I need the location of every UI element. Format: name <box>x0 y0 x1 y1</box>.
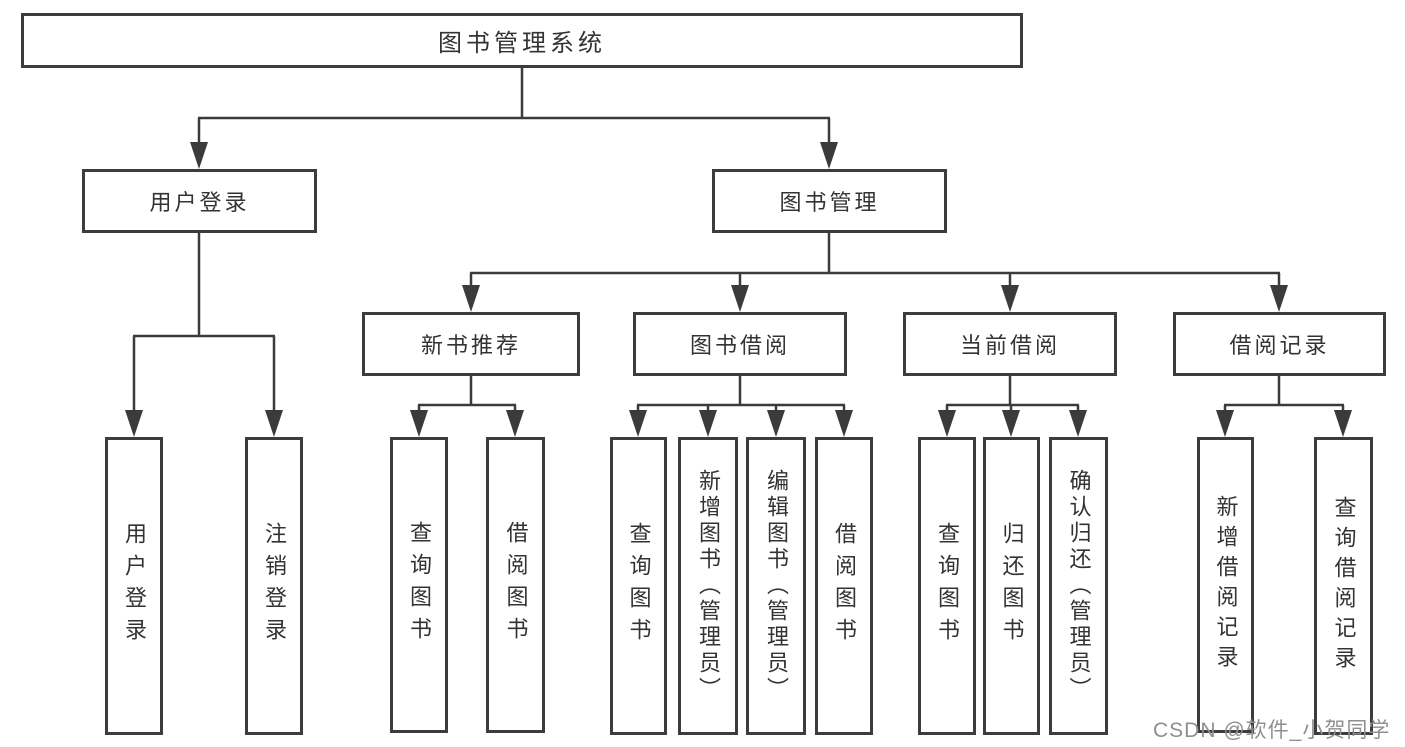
node-label: 归还图书 <box>999 522 1025 650</box>
node-book-management: 图书管理 <box>712 169 947 233</box>
node-label: 当前借阅 <box>959 333 1060 358</box>
arrowhead-icon <box>265 410 283 437</box>
node-v-query-books-current: 查询图书 <box>918 437 976 735</box>
arrowhead-icon <box>125 410 143 437</box>
node-label: 图书借阅 <box>689 333 790 358</box>
arrowhead-icon <box>410 410 428 437</box>
node-v-query-books-recommend: 查询图书 <box>390 437 448 733</box>
node-label: 图书管理 <box>779 190 880 215</box>
node-user-login: 用户登录 <box>82 169 317 233</box>
node-label: 借阅记录 <box>1229 333 1330 358</box>
arrowhead-icon <box>629 410 647 437</box>
node-label: 用户登录 <box>122 522 147 650</box>
csdn-watermark: CSDN @软件_小贺同学 <box>1153 719 1391 742</box>
arrowhead-icon <box>1270 285 1288 312</box>
arrowhead-icon <box>731 285 749 312</box>
arrowhead-icon <box>506 410 524 437</box>
node-new-book-recommend: 新书推荐 <box>362 312 580 376</box>
arrowhead-icon <box>462 285 480 312</box>
node-book-borrowing: 图书借阅 <box>633 312 847 376</box>
node-label: 新书推荐 <box>420 333 521 358</box>
node-label: 确认归还（管理员） <box>1066 469 1092 703</box>
arrowhead-icon <box>1002 410 1020 437</box>
node-borrowing-records: 借阅记录 <box>1173 312 1386 376</box>
arrowhead-icon <box>1069 410 1087 437</box>
node-label: 查询借阅记录 <box>1331 496 1357 676</box>
node-v-query-books-borrowing: 查询图书 <box>610 437 667 735</box>
arrowhead-icon <box>820 142 838 169</box>
node-label: 查询图书 <box>407 521 432 649</box>
arrowhead-icon <box>190 142 208 169</box>
node-v-borrow-books-borrowing: 借阅图书 <box>815 437 873 735</box>
node-label: 借阅图书 <box>832 522 857 650</box>
node-v-logout: 注销登录 <box>245 437 303 735</box>
arrowhead-icon <box>835 410 853 437</box>
node-v-query-borrow-record: 查询借阅记录 <box>1314 437 1373 735</box>
node-v-edit-books-admin: 编辑图书（管理员） <box>746 437 806 735</box>
arrowhead-icon <box>1001 285 1019 312</box>
node-label: 新增图书（管理员） <box>696 469 721 703</box>
node-label: 编辑图书（管理员） <box>764 469 789 703</box>
node-label: 借阅图书 <box>503 521 529 649</box>
node-label: 查询图书 <box>626 522 652 650</box>
arrowhead-icon <box>1216 410 1234 437</box>
arrowhead-icon <box>699 410 717 437</box>
node-library-system-root: 图书管理系统 <box>21 13 1023 68</box>
node-v-user-login: 用户登录 <box>105 437 163 735</box>
node-label: 新增借阅记录 <box>1213 495 1239 675</box>
node-current-borrowing: 当前借阅 <box>903 312 1117 376</box>
arrowhead-icon <box>767 410 785 437</box>
node-label: 图书管理系统 <box>438 30 606 57</box>
arrowhead-icon <box>938 410 956 437</box>
node-v-borrow-books-recommend: 借阅图书 <box>486 437 545 733</box>
node-label: 用户登录 <box>149 190 250 215</box>
node-label: 注销登录 <box>262 522 287 650</box>
node-v-confirm-return-admin: 确认归还（管理员） <box>1049 437 1108 735</box>
node-v-return-books: 归还图书 <box>983 437 1040 735</box>
node-label: 查询图书 <box>935 522 960 650</box>
arrowhead-icon <box>1334 410 1352 437</box>
node-v-add-borrow-record: 新增借阅记录 <box>1197 437 1254 733</box>
node-v-add-books-admin: 新增图书（管理员） <box>678 437 738 735</box>
